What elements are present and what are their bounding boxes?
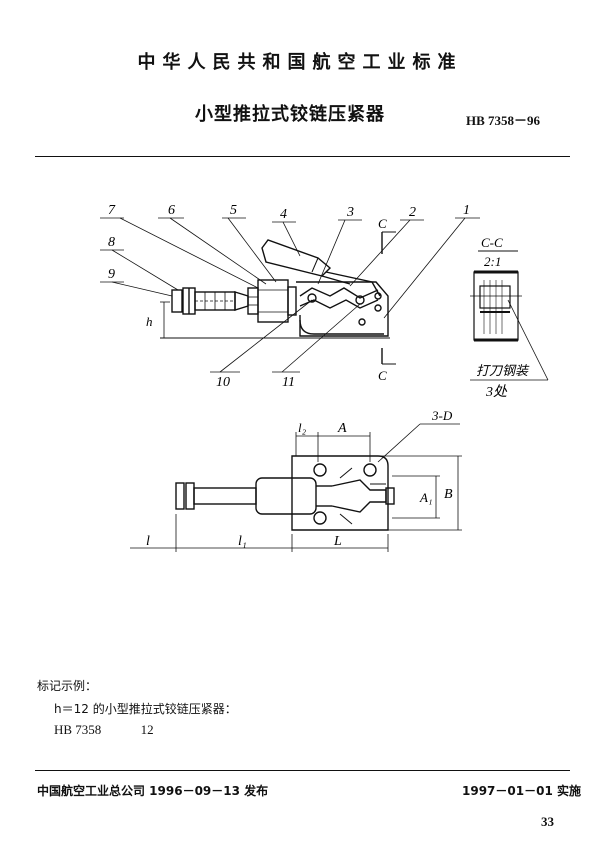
standard-body-title: 中华人民共和国航空工业标准 <box>137 52 463 73</box>
dimension-a1: A₁ <box>419 490 432 505</box>
designation-size: 12 <box>140 722 154 737</box>
part-number-10: 10 <box>216 375 230 390</box>
standard-code: HB 7358－96 <box>466 113 541 128</box>
dimension-b: B <box>444 487 453 502</box>
part-number-4: 4 <box>280 207 287 222</box>
part-number-3: 3 <box>346 205 354 220</box>
section-marker-top: C <box>378 216 387 231</box>
part-number-2: 2 <box>409 205 416 220</box>
part-number-1: 1 <box>463 203 470 218</box>
part-number-5: 5 <box>230 203 237 218</box>
page-number: 33 <box>541 814 554 829</box>
designation-standard: HB 7358 <box>54 722 102 737</box>
section-view-scale: 2:1 <box>484 254 501 269</box>
dimension-h: h <box>146 314 153 329</box>
hole-callout: 3-D <box>431 408 453 423</box>
section-note-line2: 3处 <box>485 384 508 400</box>
dimension-cap-l: L <box>333 534 342 549</box>
marking-designation: HB 7358 12 <box>54 722 190 738</box>
issued-line: 中国航空工业总公司 1996－09－13 发布 <box>37 784 269 798</box>
effective-date: 1997－01－01 实施 <box>462 784 581 798</box>
dimension-l2: l₂ <box>298 420 307 435</box>
part-number-7: 7 <box>108 203 116 218</box>
document-title: 小型推拉式铰链压紧器 <box>195 104 385 125</box>
section-marker-bottom: C <box>378 368 387 383</box>
dimension-l1: l₁ <box>238 534 247 549</box>
dimension-l: l <box>146 534 150 549</box>
marking-example-text: h＝12 的小型推拉式铰链压紧器： <box>54 702 237 716</box>
part-number-9: 9 <box>108 267 115 282</box>
technical-drawing: 7 6 5 4 3 2 1 8 9 10 11 C C h C-C 2:1 打刀… <box>100 203 549 552</box>
footer-rule <box>35 770 570 771</box>
header-rule <box>35 156 570 157</box>
section-note-line1: 打刀钢装 <box>476 363 530 378</box>
part-number-6: 6 <box>168 203 175 218</box>
part-number-8: 8 <box>108 235 115 250</box>
part-number-11: 11 <box>282 375 295 390</box>
dimension-a: A <box>337 421 347 436</box>
section-view-label: C-C <box>481 235 503 250</box>
marking-example-heading: 标记示例： <box>37 679 98 693</box>
